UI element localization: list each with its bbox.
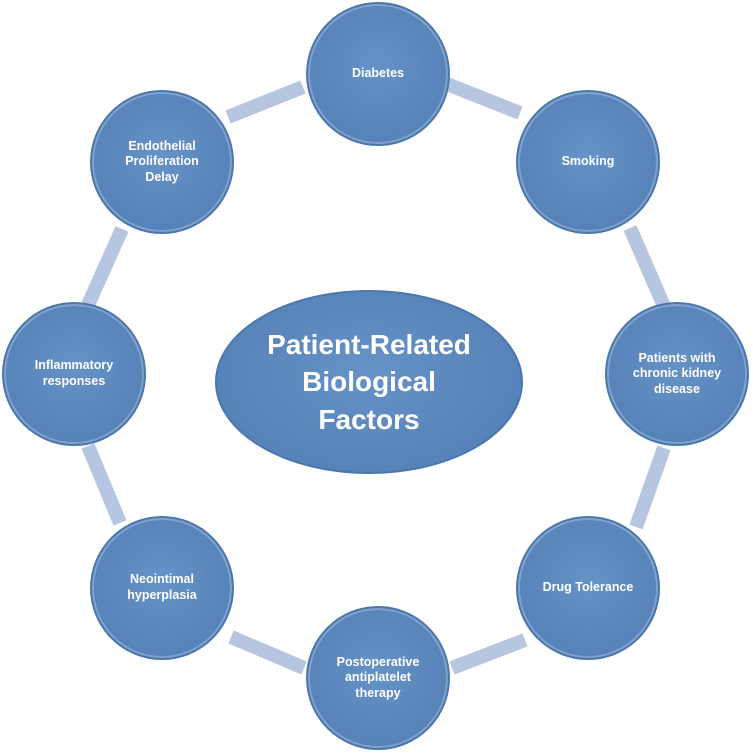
node-chronic-kidney-disease-label: Patients with chronic kidney disease [632,350,722,396]
node-smoking-label: Smoking [561,154,615,169]
node-drug-tolerance: Drug Tolerance [516,516,660,660]
connector-inflammatory-endothelial [81,226,129,308]
node-drug-tolerance-label: Drug Tolerance [542,580,634,595]
connector-neointimal-inflammatory [81,443,127,526]
connector-antiplatelet-neointimal [228,630,307,675]
node-diabetes: Diabetes [306,2,450,146]
center-title: Patient-Related Biological Factors [267,329,471,435]
node-smoking: Smoking [516,90,660,234]
node-diabetes-label: Diabetes [351,66,405,81]
node-endothelial-proliferation-delay: Endothelial Proliferation Delay [90,90,234,234]
connector-smoking-ckd [623,225,671,309]
center-ellipse: Patient-Related Biological Factors [215,290,523,474]
connector-endothelial-diabetes [225,80,306,124]
node-postoperative-antiplatelet-therapy: Postoperative antiplatelet therapy [306,606,450,750]
node-chronic-kidney-disease: Patients with chronic kidney disease [605,302,749,446]
connector-drugtolerance-antiplatelet [449,633,528,675]
node-inflammatory-responses-label: Inflammatory responses [34,358,114,388]
node-neointimal-hyperplasia: Neointimal hyperplasia [90,516,234,660]
node-inflammatory-responses: Inflammatory responses [2,302,146,446]
connector-diabetes-smoking [444,77,523,120]
node-postoperative-antiplatelet-therapy-label: Postoperative antiplatelet therapy [336,654,420,700]
connector-ckd-drugtolerance [629,445,671,530]
node-endothelial-proliferation-delay-label: Endothelial Proliferation Delay [125,138,199,184]
node-neointimal-hyperplasia-label: Neointimal hyperplasia [127,572,197,602]
